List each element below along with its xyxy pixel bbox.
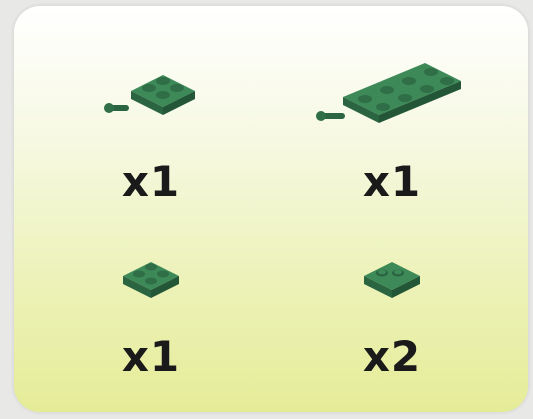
quantity-label: x1 xyxy=(121,157,181,206)
quantity-label: x2 xyxy=(362,332,422,381)
plate-2x2-icon xyxy=(123,262,179,298)
part-item: x1 xyxy=(51,256,251,396)
part-item: x1 xyxy=(292,51,492,211)
plate-2x4-with-pin-handle-icon xyxy=(316,63,461,123)
parts-list-panel: x1 x1 xyxy=(14,6,528,412)
part-item: x1 xyxy=(51,61,251,211)
quantity-label: x1 xyxy=(121,332,181,381)
plate-2x2-with-pin-handle-icon xyxy=(104,75,195,115)
tile-2x2-with-studs-icon xyxy=(364,262,420,298)
part-item: x2 xyxy=(292,256,492,396)
quantity-label: x1 xyxy=(362,157,422,206)
